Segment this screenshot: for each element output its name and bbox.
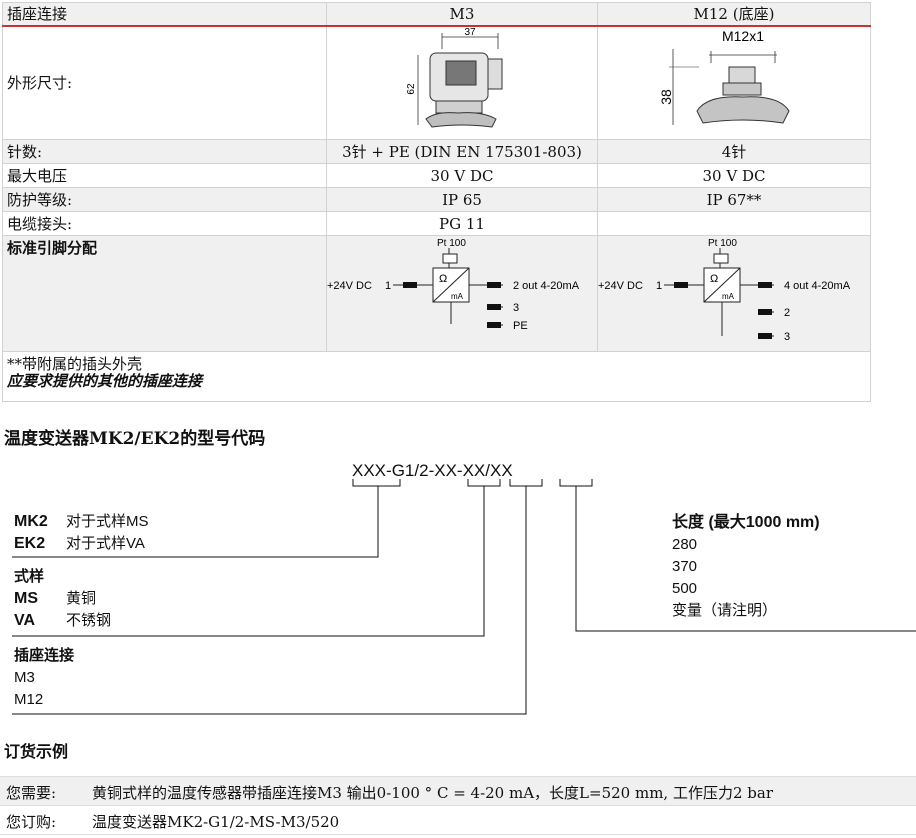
model-desc-mk2: 对于式样MS: [66, 513, 149, 530]
pinout-row: 标准引脚分配 Pt 100 Ω mA +24V DC 1 2 out 4-20m…: [2, 235, 871, 352]
pinout-m12-cell: Pt 100 Ω mA +24V DC 1 4 out 4-20mA 2: [597, 235, 871, 352]
type-code-title: 温度变送器MK2/EK2的型号代码: [4, 429, 266, 449]
cable-label: 电缆接头:: [2, 211, 327, 236]
code-sep-2: -: [428, 461, 435, 480]
m12-thread-dim: M12x1: [722, 28, 764, 44]
style-desc-ms: 黄铜: [66, 590, 97, 607]
notes-row: **带附属的插头外壳 应要求提供的其他的插座连接: [2, 351, 871, 402]
model-code-ek2: EK2: [14, 535, 46, 552]
order-need-row: 您需要: 黄铜式样的温度传感器带插座连接M3 输出0-100 ° C = 4-2…: [0, 776, 916, 806]
m12-pinout-sensor: Pt 100: [708, 238, 737, 249]
m3-drawing-cell: 37 62: [326, 25, 598, 140]
length-title: 长度 (最大1000 mm): [672, 514, 820, 531]
dimension-label: 外形尺寸:: [2, 25, 327, 140]
m12-pinout-supply: +24V DC: [598, 280, 643, 292]
protection-m3: IP 65: [326, 187, 598, 212]
pins-m12: 4针: [597, 139, 871, 164]
m3-connector-drawing: 37 62: [406, 27, 503, 128]
length-item-variable: 变量（请注明）: [672, 602, 778, 619]
code-length: XX: [490, 461, 513, 480]
m12-connector-drawing: M12x1 38: [658, 28, 790, 125]
connection-item-m12: M12: [14, 691, 44, 708]
m3-pinout-out: 2 out 4-20mA: [513, 280, 580, 292]
code-thread: G1/2: [391, 461, 429, 480]
order-need-text: 黄铜式样的温度传感器带插座连接M3 输出0-100 ° C = 4-20 mA，…: [92, 784, 773, 802]
length-item-370: 370: [672, 558, 698, 575]
m12-pinout-ma: mA: [722, 292, 735, 301]
pins-label: 针数:: [2, 139, 327, 164]
order-title: 订货示例: [4, 742, 69, 761]
m12-pinout-ohm: Ω: [710, 273, 718, 285]
m12-height-dim: 38: [659, 89, 674, 105]
m3-pinout-ohm: Ω: [439, 273, 447, 285]
code-style: XX: [434, 461, 457, 480]
model-code-mk2: MK2: [14, 513, 48, 530]
m12-pinout-pin1: 1: [656, 280, 662, 292]
m12-pinout-pin3: 3: [784, 331, 790, 343]
length-item-280: 280: [672, 536, 698, 553]
m12-pinout-out: 4 out 4-20mA: [784, 280, 851, 292]
pins-row: 针数: 3针 + PE (DIN EN 175301-803) 4针: [2, 139, 871, 164]
pinout-label: 标准引脚分配: [7, 240, 98, 257]
style-title: 式样: [14, 568, 45, 585]
m3-pinout-pe: PE: [513, 320, 528, 332]
length-item-500: 500: [672, 580, 698, 597]
style-block: 式样 MS 黄铜 VA 不锈钢: [14, 566, 111, 632]
type-code-leader-lines: [12, 479, 916, 715]
m3-pinout-pin1: 1: [385, 280, 391, 292]
length-block: 长度 (最大1000 mm) 280 370 500 变量（请注明）: [672, 512, 820, 622]
order-need-label: 您需要:: [6, 784, 57, 802]
model-block: MK2 对于式样MS EK2 对于式样VA: [14, 511, 149, 555]
m12-drawing-cell: M12x1 38: [597, 25, 871, 140]
order-order-row: 您订购: 温度变送器MK2-G1/2-MS-M3/520: [0, 806, 916, 835]
header-label: 插座连接: [2, 2, 327, 27]
note-housing: **带附属的插头外壳: [7, 355, 143, 373]
m3-pinout-ma: mA: [451, 292, 464, 301]
spec-table: 插座连接 M3 M12 (底座) 外形尺寸: 37 62: [2, 2, 871, 402]
note-other-connections: 应要求提供的其他的插座连接: [7, 373, 203, 390]
m12-pinout-diagram: Pt 100 Ω mA +24V DC 1 4 out 4-20mA 2: [598, 238, 851, 343]
protection-label: 防护等级:: [2, 187, 327, 212]
cable-row: 电缆接头: PG 11: [2, 211, 871, 236]
m3-height-dim: 62: [406, 83, 417, 95]
code-sep-3: -: [456, 461, 463, 480]
pinout-m3-cell: Pt 100 Ω mA +24V DC 1 2 out 4-20mA 3: [326, 235, 598, 352]
header-m3: M3: [326, 2, 598, 27]
style-desc-va: 不锈钢: [66, 612, 112, 629]
order-order-label: 您订购:: [6, 813, 57, 831]
pins-m3: 3针 + PE (DIN EN 175301-803): [326, 139, 598, 164]
m3-pinout-supply: +24V DC: [327, 280, 372, 292]
voltage-m3: 30 V DC: [326, 163, 598, 188]
m3-pinout-pin3: 3: [513, 302, 519, 314]
m3-pinout-sensor: Pt 100: [437, 238, 466, 249]
code-sep-4: /: [485, 461, 491, 480]
code-sep-1: -: [386, 461, 392, 480]
dimension-row: 外形尺寸: 37 62 M12x1: [2, 25, 871, 140]
m12-pinout-pin2: 2: [784, 307, 790, 319]
model-desc-ek2: 对于式样VA: [66, 535, 145, 552]
style-code-va: VA: [14, 612, 36, 629]
type-code-string: XXX-G1/2-XX-XX/XX: [352, 461, 513, 481]
order-order-text: 温度变送器MK2-G1/2-MS-M3/520: [92, 813, 340, 831]
header-m12: M12 (底座): [597, 2, 871, 27]
code-connection: XX: [462, 461, 486, 480]
connection-title: 插座连接: [14, 647, 75, 664]
style-code-ms: MS: [14, 590, 38, 607]
m3-pinout-diagram: Pt 100 Ω mA +24V DC 1 2 out 4-20mA 3: [327, 238, 580, 332]
connection-block: 插座连接 M3 M12: [14, 645, 74, 711]
connection-item-m3: M3: [14, 669, 35, 686]
spec-header-row: 插座连接 M3 M12 (底座): [2, 2, 871, 27]
code-model: XXX: [352, 461, 387, 480]
m3-width-dim: 37: [464, 27, 476, 38]
